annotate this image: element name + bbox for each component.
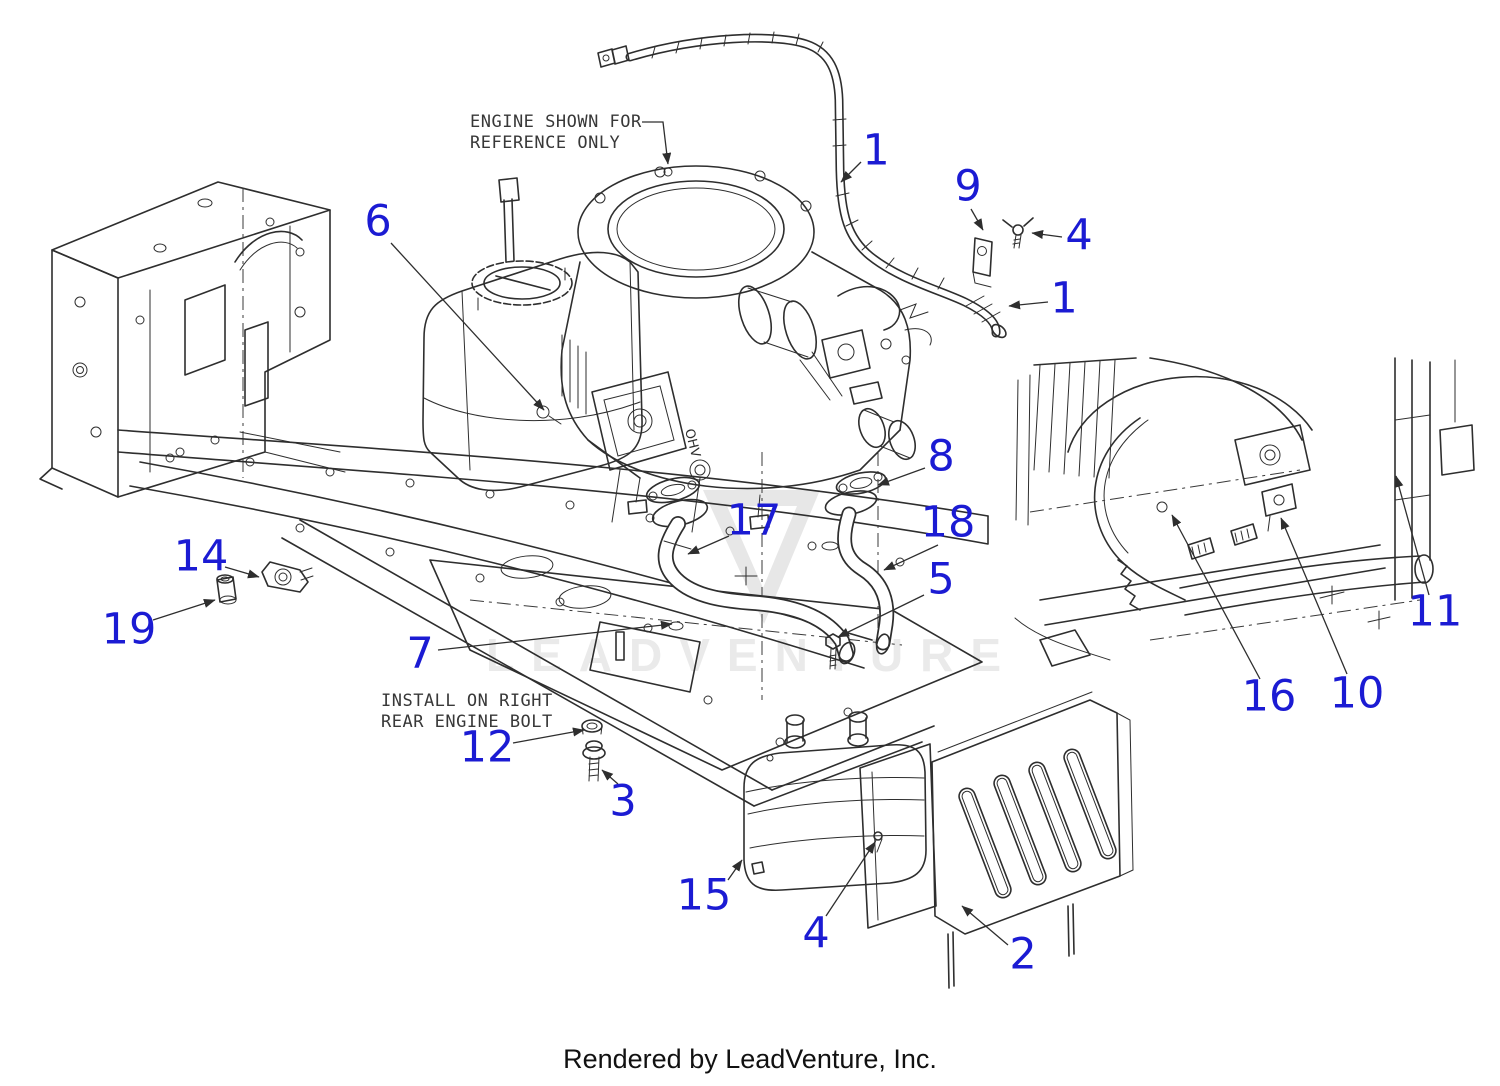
bushing-19: [217, 575, 236, 604]
watermark-text: LEADVENTURE: [486, 629, 1019, 681]
callout-number: 6: [364, 196, 392, 247]
stud-screws: [1188, 524, 1257, 559]
leader-line: [152, 599, 216, 621]
leader-line: [687, 535, 730, 555]
cable-bracket: [1262, 484, 1296, 531]
callout-number: 10: [1329, 668, 1385, 719]
callout-number: 16: [1241, 671, 1297, 722]
leader-line: [601, 769, 619, 785]
leader-line: [1394, 475, 1430, 596]
callout-number: 7: [406, 628, 434, 679]
bolt-5: [826, 634, 840, 669]
callout-number: 4: [802, 908, 830, 959]
engine: OHV: [561, 166, 931, 529]
muffler: [744, 712, 926, 890]
callout-number: 1: [862, 125, 890, 176]
callout-number: 11: [1407, 586, 1463, 637]
leader-line: [224, 566, 260, 579]
hose-strap: [973, 238, 992, 287]
engine-reference-note: ENGINE SHOWN FOR REFERENCE ONLY: [470, 112, 642, 153]
fuel-hose: [598, 32, 1033, 340]
leader-line: [877, 467, 926, 486]
callout-number: 12: [459, 722, 515, 773]
svg-text:OHV: OHV: [681, 427, 703, 459]
callout-number: 17: [726, 495, 782, 546]
leader-line: [825, 841, 876, 917]
wing-screw: [1003, 218, 1033, 248]
clamp-14: [262, 562, 313, 592]
exhaust-pipes: [644, 468, 891, 669]
leader-line: [883, 544, 939, 571]
callout-number: 8: [927, 431, 955, 482]
leader-line: [1008, 300, 1049, 310]
callout-number: 18: [920, 497, 976, 548]
fuel-tank: [423, 178, 642, 490]
leader-line: [512, 727, 585, 744]
leader-line: [437, 620, 673, 651]
install-note: INSTALL ON RIGHT REAR ENGINE BOLT: [381, 691, 553, 732]
note-leader: [642, 122, 672, 165]
callout-number: 3: [609, 776, 637, 827]
leader-line: [840, 161, 862, 183]
leader-line: [1171, 514, 1261, 680]
bolt-3: [583, 741, 605, 781]
front-bracket: [40, 182, 345, 497]
leader-line: [390, 242, 545, 411]
callout-number: 19: [101, 604, 157, 655]
leader-line: [1280, 517, 1348, 675]
callout-number: 9: [954, 161, 982, 212]
callout-number: 5: [927, 554, 955, 605]
callout-number: 4: [1065, 210, 1093, 261]
callout-number: 1: [1050, 273, 1078, 324]
leader-line: [970, 208, 984, 231]
leader-line: [1031, 229, 1063, 239]
heat-shield: [860, 692, 1133, 988]
leader-line: [727, 859, 743, 881]
callout-number: 2: [1009, 929, 1037, 980]
callout-number: 15: [676, 870, 732, 921]
leader-line: [837, 594, 925, 638]
leader-line: [961, 905, 1009, 946]
callout-number: 14: [173, 531, 229, 582]
footer-credit: Rendered by LeadVenture, Inc.: [563, 1044, 937, 1074]
